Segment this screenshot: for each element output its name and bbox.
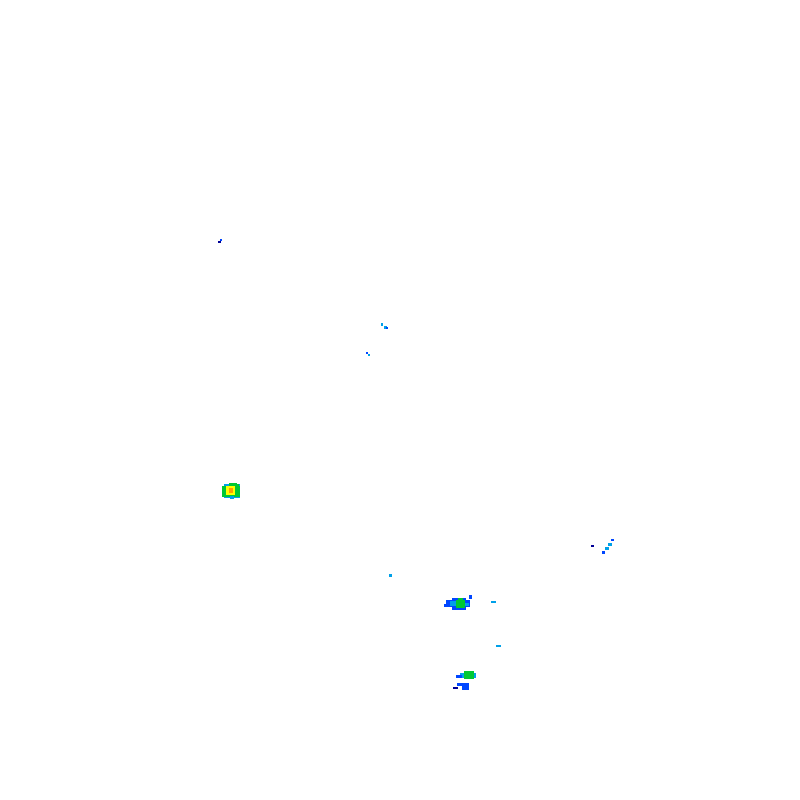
echo-pixel-moderate: [229, 483, 237, 486]
rain-echo-cell: [381, 323, 388, 329]
rain-echo-cell: [591, 539, 614, 554]
echo-pixel-very-light: [608, 543, 612, 546]
echo-pixel-very-light: [605, 547, 609, 550]
echo-pixel-light: [462, 686, 469, 690]
echo-pixel-very-light: [230, 496, 234, 499]
echo-pixel-very-light: [384, 326, 387, 329]
echo-pixel-moderate: [458, 598, 463, 600]
echo-pixel-light: [220, 239, 222, 241]
echo-pixel-moderate: [456, 600, 465, 608]
echo-pixel-dark: [218, 241, 221, 243]
echo-pixel-very-light: [389, 574, 392, 577]
rain-echo-cell: [366, 352, 370, 356]
rain-echo-cell: [218, 239, 222, 243]
echo-pixel-very-light: [381, 323, 383, 326]
echo-pixel-very-light: [465, 603, 469, 606]
echo-pixel-very-light: [496, 645, 501, 647]
echo-pixel-very-light: [368, 354, 370, 356]
echo-pixel-light: [602, 551, 605, 554]
rain-echo-cell: [453, 687, 458, 689]
echo-pixel-light: [457, 683, 469, 686]
echo-pixel-moderate: [236, 484, 239, 487]
rain-echo-cell: [456, 671, 476, 690]
echo-pixel-dark: [591, 545, 594, 547]
echo-pixel-dark: [453, 687, 458, 689]
rain-echo-cell: [444, 595, 472, 610]
echo-pixel-light: [469, 595, 472, 599]
echo-pixel-light: [386, 327, 388, 329]
rain-echo-cell: [491, 601, 496, 603]
echo-pixel-light: [366, 352, 368, 354]
echo-pixel-light: [456, 675, 462, 678]
echo-pixel-very-light: [491, 601, 496, 603]
echo-pixel-heavier: [229, 488, 233, 493]
echo-pixel-light: [611, 539, 614, 541]
echo-pixel-light: [444, 604, 448, 607]
rain-echo-cell: [496, 645, 501, 647]
echo-pixel-moderate: [464, 671, 474, 679]
rain-echo-cell: [222, 483, 240, 499]
rain-echo-cell: [389, 574, 392, 577]
